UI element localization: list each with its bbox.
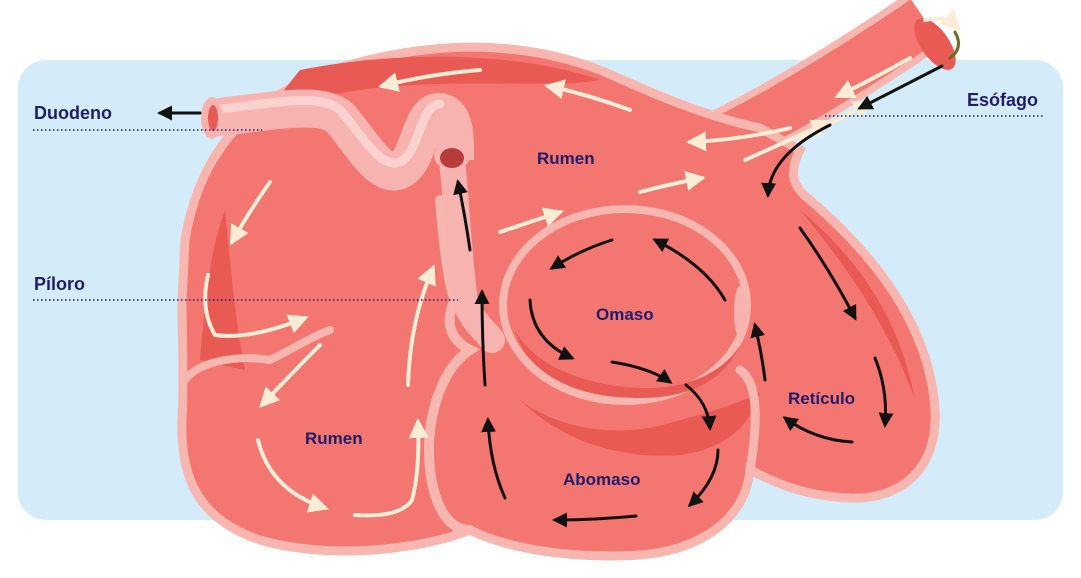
label-rumen-top: Rumen [537, 149, 595, 168]
light-flow-arrows [203, 9, 961, 518]
arrow-abomasum-bottom [552, 512, 638, 528]
label-reticulo: Retículo [788, 389, 856, 408]
arrow-esophagus-down [857, 64, 944, 110]
arrow-abomasum-up [474, 289, 490, 387]
arrow-rumen-to-omasum [498, 207, 564, 234]
label-piloro: Píloro [34, 274, 86, 294]
label-rumen-bottom: Rumen [305, 429, 363, 448]
arrow-rumen-top-right [544, 79, 632, 112]
label-duodeno: Duodeno [34, 103, 112, 123]
label-omaso: Omaso [596, 305, 654, 324]
arrow-rumen-bottom-right [353, 418, 429, 518]
arrow-omasum-top-left [549, 238, 614, 270]
dark-flow-arrows [157, 64, 944, 528]
arrow-reticulum-bottom [782, 416, 854, 444]
arrow-left-down [203, 273, 309, 338]
arrow-rumen-top-left [378, 68, 482, 92]
arrow-pylorus-up [453, 179, 472, 252]
arrow-esophagus-3 [743, 119, 832, 162]
arrow-abomasum-left [481, 417, 507, 500]
arrow-omasum-exit [684, 383, 717, 431]
arrow-omasum-left [528, 298, 575, 360]
arrow-esophagus-1 [834, 56, 912, 98]
arrow-reticulum-down [798, 226, 857, 321]
arrow-rumen-up [406, 264, 436, 387]
arrow-left-top [230, 180, 272, 246]
arrow-reticulum-up [750, 322, 767, 382]
leader-lines [33, 115, 1045, 301]
arrow-esophagus-curve [761, 123, 832, 198]
arrow-esophagus-return [948, 30, 961, 60]
arrow-left-lower [259, 343, 322, 408]
arrow-rumen-upper-right [686, 126, 792, 152]
arrow-abomasum-right [687, 448, 720, 508]
arrow-reticulum-right [873, 356, 894, 428]
label-abomaso: Abomaso [563, 470, 641, 489]
duodenum-tube [201, 89, 475, 191]
arrow-omasum-top-right [652, 238, 727, 302]
arrow-top-right-curve [923, 9, 961, 31]
arrow-rumen-mid [638, 171, 706, 194]
arrow-omasum-bottom [610, 360, 673, 384]
arrow-rumen-bottom [256, 438, 329, 513]
label-esofago: Esófago [967, 90, 1039, 110]
